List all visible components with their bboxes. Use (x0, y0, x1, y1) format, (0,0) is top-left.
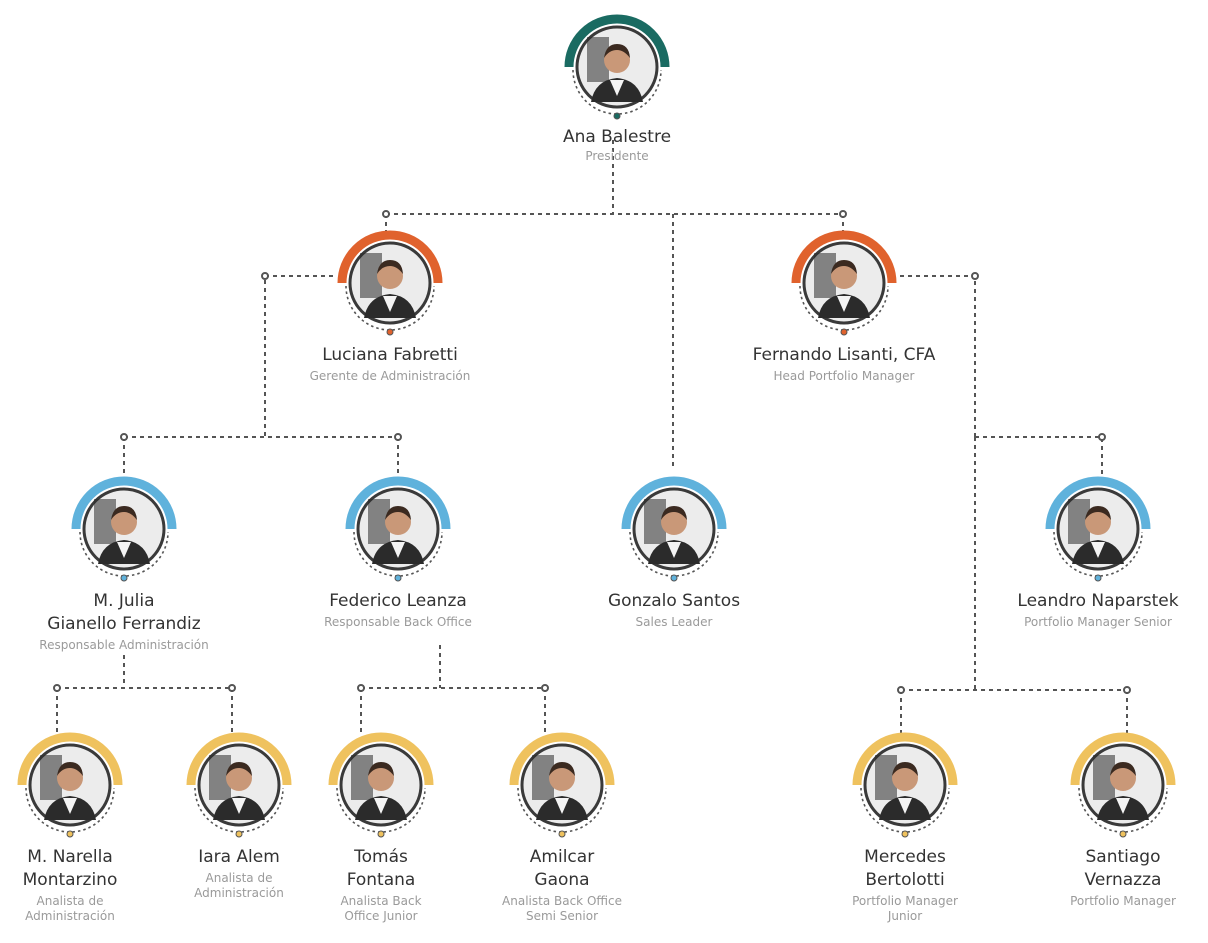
person-role: Presidente (585, 149, 649, 163)
person-role: Portfolio Manager Senior (1024, 615, 1172, 629)
org-node-leandro-naparstek: Leandro Naparstek Portfolio Manager Seni… (978, 474, 1208, 630)
avatar-narella-montarzino (15, 730, 125, 840)
person-name: Fernando Lisanti, CFA (752, 345, 936, 365)
avatar-ring (509, 732, 615, 838)
org-node-fernando-lisanti: Fernando Lisanti, CFA Head Portfolio Man… (724, 228, 964, 384)
avatar-ring (852, 732, 958, 838)
avatar-gonzalo-santos (619, 474, 729, 584)
person-name: Gonzalo Santos (607, 591, 741, 611)
org-node-ana-balestre: Ana Balestre Presidente (497, 12, 737, 164)
person-name: Amilcar Gaona (529, 847, 595, 890)
person-role: Head Portfolio Manager (773, 369, 915, 383)
person-name: Santiago Vernazza (1084, 847, 1162, 890)
person-name: Iara Alem (198, 847, 280, 867)
person-role: Gerente de Administración (309, 369, 471, 383)
avatar-ring (17, 732, 123, 838)
avatar-ana-balestre (562, 12, 672, 122)
org-node-gonzalo-santos: Gonzalo Santos Sales Leader (554, 474, 794, 630)
avatar-iara-alem (184, 730, 294, 840)
person-role: Analista de Administración (25, 894, 115, 923)
avatar-ring (328, 732, 434, 838)
avatar-mercedes-bertolotti (850, 730, 960, 840)
person-role: Sales Leader (635, 615, 713, 629)
person-name: Federico Leanza (329, 591, 467, 611)
avatar-julia-gianello (69, 474, 179, 584)
avatar-fernando-lisanti (789, 228, 899, 338)
avatar-tomas-fontana (326, 730, 436, 840)
avatar-luciana-fabretti (335, 228, 445, 338)
avatar-federico-leanza (343, 474, 453, 584)
person-role: Analista Back Office Semi Senior (502, 894, 622, 923)
avatar-ring (791, 230, 897, 336)
avatar-amilcar-gaona (507, 730, 617, 840)
org-node-tomas-fontana: Tomás Fontana Analista Back Office Junio… (261, 730, 501, 924)
person-role: Responsable Administración (39, 638, 209, 652)
avatar-ring (1070, 732, 1176, 838)
person-role: Portfolio Manager (1070, 894, 1176, 908)
org-node-amilcar-gaona: Amilcar Gaona Analista Back Office Semi … (442, 730, 682, 924)
org-node-santiago-vernazza: Santiago Vernazza Portfolio Manager (1003, 730, 1208, 909)
avatar-ring (1045, 476, 1151, 582)
org-node-mercedes-bertolotti: Mercedes Bertolotti Portfolio Manager Ju… (785, 730, 1025, 924)
person-role: Analista Back Office Junior (340, 894, 422, 923)
person-name: Mercedes Bertolotti (864, 847, 946, 890)
org-node-luciana-fabretti: Luciana Fabretti Gerente de Administraci… (270, 228, 510, 384)
person-role: Responsable Back Office (324, 615, 472, 629)
person-name: Leandro Naparstek (1017, 591, 1179, 611)
avatar-ring (564, 14, 670, 120)
person-role: Portfolio Manager Junior (852, 894, 958, 923)
avatar-santiago-vernazza (1068, 730, 1178, 840)
person-name: Ana Balestre (562, 127, 672, 147)
org-node-narella-montarzino: M. Narella Montarzino Analista de Admini… (0, 730, 190, 924)
avatar-ring (337, 230, 443, 336)
avatar-ring (345, 476, 451, 582)
person-name: Tomás Fontana (346, 847, 416, 890)
org-node-julia-gianello: M. Julia Gianello Ferrandiz Responsable … (4, 474, 244, 653)
avatar-ring (186, 732, 292, 838)
person-name: M. Narella Montarzino (22, 847, 118, 890)
person-name: Luciana Fabretti (322, 345, 458, 365)
avatar-ring (621, 476, 727, 582)
person-role: Analista de Administración (194, 871, 284, 900)
person-name: M. Julia Gianello Ferrandiz (47, 591, 201, 634)
org-node-iara-alem: Iara Alem Analista de Administración (119, 730, 359, 901)
org-node-federico-leanza: Federico Leanza Responsable Back Office (278, 474, 518, 630)
avatar-ring (71, 476, 177, 582)
avatar-leandro-naparstek (1043, 474, 1153, 584)
